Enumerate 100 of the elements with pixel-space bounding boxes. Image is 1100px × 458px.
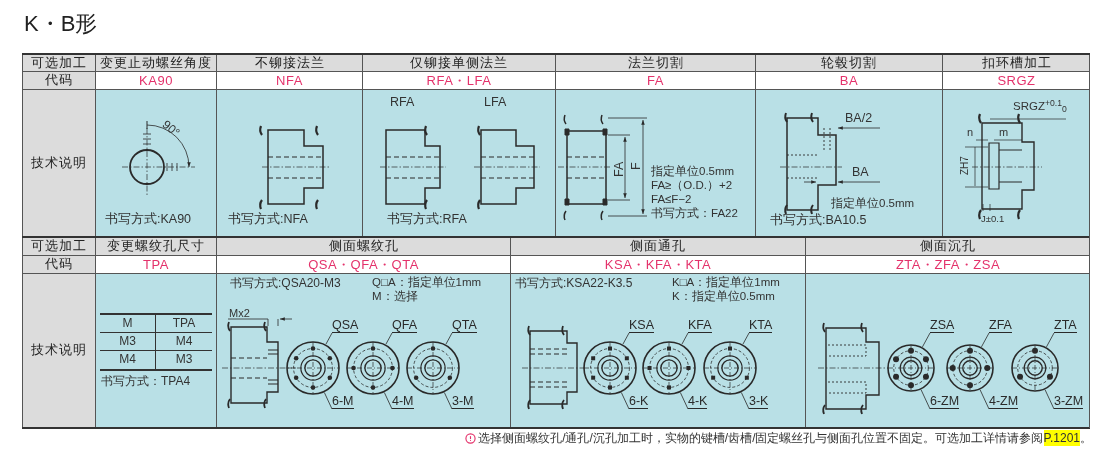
code-text: RFA・LFA [362, 72, 555, 90]
leader-line [323, 392, 333, 410]
column-header: 侧面沉孔 [805, 238, 1090, 256]
column-header: 仅铆接单侧法兰 [362, 55, 555, 72]
callout-label: ZFA [989, 318, 1012, 333]
row-header: 代码 [22, 256, 95, 274]
leader-line [679, 392, 689, 410]
notation-text: 书写方式:BA10.5 [770, 214, 867, 227]
spec-note: FA≤F−2 [651, 194, 692, 206]
size-value: M4 [100, 351, 156, 369]
page-title: K・B形 [24, 10, 98, 38]
callout-label: 3-M [452, 394, 474, 409]
dimension-label: F [630, 162, 643, 170]
size-value: M [100, 315, 156, 333]
flange-front-view-drawing [346, 341, 400, 395]
spec-note: 指定单位0.5mm [651, 166, 735, 178]
flange-front-view-drawing [642, 341, 696, 395]
code-text: ZTA・ZFA・ZSA [805, 256, 1090, 274]
flange-front-view-drawing [946, 344, 994, 392]
leader-line [742, 332, 750, 345]
dimension-label: Mx2 [229, 308, 250, 319]
column-header: 轮毂切割 [755, 55, 942, 72]
column-header: 变更止动螺丝角度 [95, 55, 216, 72]
column-header: 变更螺纹孔尺寸 [95, 238, 216, 256]
leader-line [325, 332, 333, 345]
code-text: TPA [95, 256, 216, 274]
callout-label: 3-ZM [1054, 394, 1084, 409]
column-header: 法兰切割 [555, 55, 755, 72]
notation-text: 书写方式:KA90 [105, 213, 192, 226]
callout-label: KSA [629, 318, 654, 333]
callout-label: 3-K [749, 394, 769, 409]
leader-line [620, 392, 630, 410]
notation-text: 书写方式:RFA [387, 213, 467, 226]
code-text: KSA・KFA・KTA [510, 256, 805, 274]
flange-front-view-drawing [1011, 344, 1059, 392]
size-value: M3 [174, 351, 194, 368]
dimension-label: J±0.1 [981, 214, 1005, 224]
leader-line [979, 389, 990, 410]
leader-line [920, 389, 931, 410]
callout-label: 4-M [392, 394, 414, 409]
note-text: 。 [1080, 430, 1092, 446]
dimension-label: m [999, 127, 1009, 138]
spec-note: K：指定单位0.5mm [672, 291, 775, 303]
flange-front-view-drawing [406, 341, 460, 395]
spec-note: FA≥（O.D.）+2 [651, 180, 733, 192]
notation-text: 书写方式:QSA20-M3 [230, 277, 341, 289]
leader-line [740, 392, 750, 410]
code-text: FA [555, 72, 755, 90]
leader-line [981, 332, 990, 348]
leader-line [1046, 332, 1055, 348]
column-header: 侧面螺纹孔 [216, 238, 510, 256]
callout-label: QFA [392, 318, 417, 333]
angle-label: 90° [160, 118, 182, 139]
notation-text: 书写方式：TPA4 [101, 375, 191, 387]
page-reference-link: P.1201 [1043, 430, 1080, 446]
spec-note: K□A：指定单位1mm [672, 277, 780, 289]
spec-note: M：选择 [372, 291, 418, 303]
size-value: M3 [100, 333, 156, 351]
leader-line [443, 392, 453, 410]
code-text: NFA [216, 72, 362, 90]
column-header: 侧面通孔 [510, 238, 805, 256]
callout-label: 4-K [688, 394, 708, 409]
leader-line [385, 332, 393, 345]
column-header: 扣环槽加工 [942, 55, 1090, 72]
leader-line [681, 332, 689, 345]
callout-label: KTA [749, 318, 773, 333]
code-text: QSA・QFA・QTA [216, 256, 510, 274]
leader-line [383, 392, 393, 410]
row-header: 技术说明 [22, 90, 95, 237]
notation-text: 书写方式:KSA22-K3.5 [515, 277, 633, 289]
row-header: 代码 [22, 72, 95, 90]
flange-front-view-drawing [703, 341, 757, 395]
dimension-label: n [967, 127, 974, 138]
dimension-label: FA [613, 161, 626, 177]
flange-front-view-drawing [583, 341, 637, 395]
notation-text: 书写方式:NFA [228, 213, 308, 226]
callout-label: QSA [332, 318, 359, 333]
leader-line [445, 332, 453, 345]
callout-label: ZTA [1054, 318, 1077, 333]
size-value: M4 [156, 333, 212, 351]
row-header: 技术说明 [22, 274, 95, 428]
callout-label: 4-ZM [989, 394, 1019, 409]
callout-label: 6-K [629, 394, 649, 409]
callout-label: 6-ZM [930, 394, 960, 409]
note-text: 选择侧面螺纹孔/通孔/沉孔加工时，实物的键槽/齿槽/固定螺丝孔与侧面孔位置不固定。可选加工详情请参阅 [478, 430, 1044, 446]
leader-line [622, 332, 630, 345]
row-header: 可选加工 [22, 238, 95, 256]
code-text: SRGZ [942, 72, 1090, 90]
callout-label: 6-M [332, 394, 354, 409]
callout-label: KFA [688, 318, 712, 333]
size-value: TPA [156, 315, 212, 333]
dimension-label: BA/2 [845, 112, 873, 125]
callout-label: ZSA [930, 318, 955, 333]
code-text: BA [755, 72, 942, 90]
notation-text: 书写方式：FA22 [651, 208, 738, 220]
view-label: LFA [484, 96, 507, 109]
column-header: 不铆接法兰 [216, 55, 362, 72]
spec-note: Q□A：指定单位1mm [372, 277, 482, 289]
flange-front-view-drawing [286, 341, 340, 395]
dimension-label: ZH7 [960, 156, 970, 175]
